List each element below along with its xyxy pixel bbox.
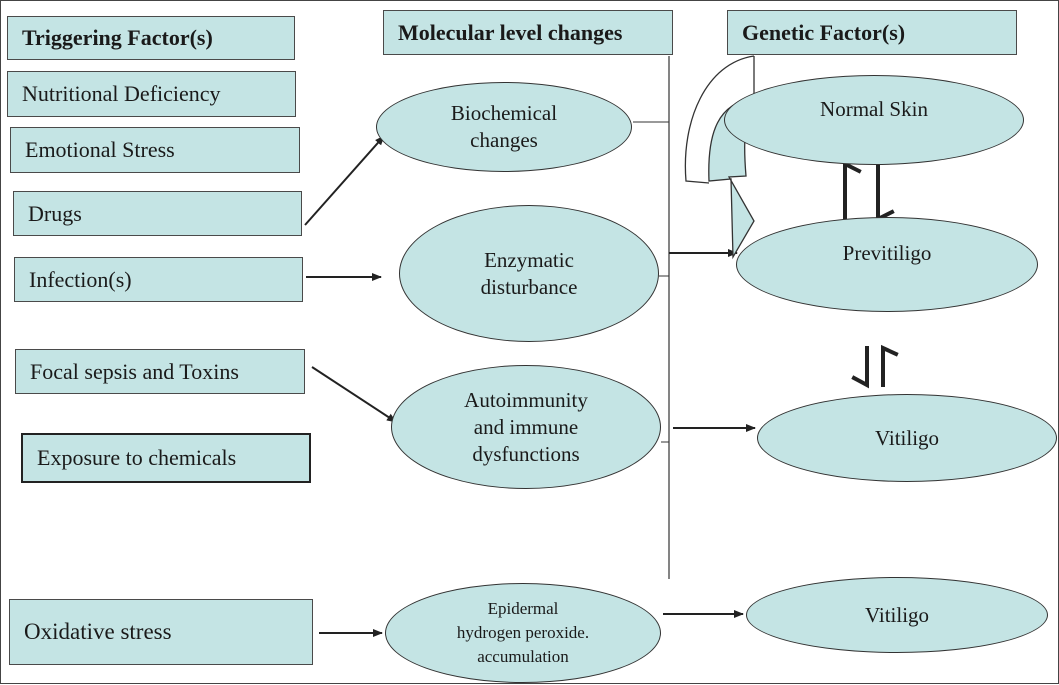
genetic-vitiligo-oxidative: Vitiligo [746,577,1048,653]
molecular-enzymatic-disturbance: Enzymatic disturbance [399,205,659,342]
header-genetic-factors: Genetic Factor(s) [727,10,1017,55]
molecular-autoimmunity: Autoimmunity and immune dysfunctions [391,365,661,489]
trigger-focal-sepsis-toxins: Focal sepsis and Toxins [15,349,305,394]
reversible-arrow-normal-previtiligo [843,157,895,223]
genetic-vitiligo: Vitiligo [757,394,1057,482]
header-molecular-changes: Molecular level changes [383,10,673,55]
curved-block-arrow [708,56,755,260]
trigger-emotional-stress: Emotional Stress [10,127,300,173]
arrow-sepsis-autoimmunity [311,366,397,423]
molecular-hydrogen-peroxide: Epidermal hydrogen peroxide. accumulatio… [385,583,661,683]
molecular-biochemical-changes: Biochemical changes [376,82,632,172]
trigger-infections: Infection(s) [14,257,303,302]
genetic-normal-skin: Normal Skin [724,75,1024,165]
curved-block-arrow-body [684,55,755,184]
arrow-drugs-biochemical [304,135,385,226]
trigger-nutritional-deficiency: Nutritional Deficiency [7,71,296,117]
reversible-arrow-previtiligo-vitiligo [851,344,899,389]
trigger-oxidative-stress: Oxidative stress [9,599,313,665]
trigger-exposure-chemicals: Exposure to chemicals [21,433,311,483]
trigger-drugs: Drugs [13,191,302,236]
genetic-previtiligo: Previtiligo [736,217,1038,312]
header-triggering-factors: Triggering Factor(s) [7,16,295,60]
